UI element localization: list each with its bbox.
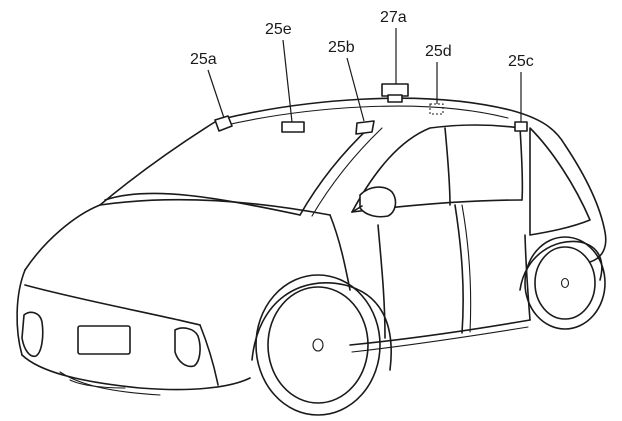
front-wheel — [251, 274, 392, 416]
sensor-25b — [355, 120, 375, 135]
sensor-25a — [214, 115, 233, 132]
label-25d: 25d — [425, 43, 452, 60]
label-27a: 27a — [380, 9, 407, 26]
car-body — [16, 97, 607, 396]
label-25b: 25b — [328, 39, 355, 56]
side-mirror — [351, 186, 397, 218]
label-25c: 25c — [508, 53, 534, 70]
labels: 25a 25e 25b 27a 25d 25c — [190, 9, 534, 70]
leader-lines — [207, 28, 522, 123]
rear-wheel — [519, 236, 606, 330]
license-plate — [77, 325, 131, 355]
sensors — [214, 83, 528, 135]
label-25a: 25a — [190, 51, 217, 68]
label-25e: 25e — [265, 21, 292, 38]
sensor-25d — [429, 103, 444, 115]
front-details — [21, 311, 201, 389]
unit-27a — [381, 83, 409, 103]
side-windows — [351, 124, 591, 339]
sensor-25c — [514, 121, 528, 132]
sensor-25e — [281, 121, 305, 133]
